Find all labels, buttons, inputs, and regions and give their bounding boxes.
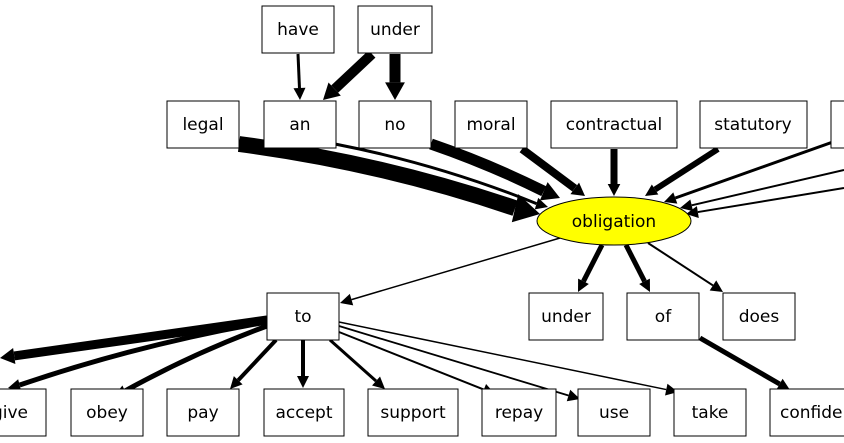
node-no[interactable]: no — [358, 100, 432, 149]
edge-to-to-repay — [338, 331, 485, 391]
arrowhead-offscreen-right-2-to-obligation — [680, 199, 694, 212]
arrowhead-under-top-to-an — [323, 82, 341, 100]
node-pay[interactable]: pay — [166, 388, 240, 437]
arrowhead-legal-to-obligation — [511, 194, 540, 223]
node-confide[interactable]: confide — [769, 388, 844, 437]
edge-no-to-obligation — [429, 138, 547, 197]
node-label-to: to — [294, 307, 311, 327]
node-label-accept: accept — [275, 403, 332, 423]
edge-obligation-to-does — [647, 242, 714, 287]
node-of[interactable]: of — [626, 292, 700, 341]
node-label-under-mid: under — [541, 307, 591, 327]
node-statutory[interactable]: statutory — [699, 100, 808, 149]
edge-statutory-to-obligation — [653, 146, 720, 193]
node-label-support: support — [380, 403, 446, 423]
node-label-obey: obey — [86, 403, 128, 423]
arrowhead-no-to-obligation — [539, 182, 560, 201]
arrowhead-to-to-pay — [230, 376, 243, 389]
node-label-no: no — [384, 115, 405, 135]
node-contractual[interactable]: contractual — [550, 100, 678, 149]
node-under-top[interactable]: under — [357, 5, 433, 54]
arrowhead-moral-to-obligation — [570, 182, 585, 196]
arrowhead-obligation-to-under-mid — [578, 278, 589, 292]
arrowhead-an-to-obligation — [534, 197, 548, 210]
edge-to-to-obey — [123, 323, 268, 394]
node-accept[interactable]: accept — [263, 388, 345, 437]
node-have[interactable]: have — [261, 5, 335, 54]
arrowhead-obligation-to-to — [340, 293, 354, 306]
edge-offscreen-right-2-to-obligation — [691, 169, 844, 207]
edge-have-to-an — [296, 53, 301, 89]
edge-obligation-to-to — [351, 237, 561, 301]
edge-offscreen-right-1-to-obligation — [674, 136, 844, 200]
edge-an-to-obligation — [334, 142, 538, 205]
node-support[interactable]: support — [367, 388, 459, 437]
arrowhead-obligation-to-of — [639, 278, 650, 292]
arrowhead-under-top-to-no — [385, 82, 405, 100]
arrowhead-to-to-use — [566, 389, 580, 402]
node-label-take: take — [692, 403, 729, 423]
node-label-repay: repay — [495, 403, 543, 423]
arrowhead-offscreen-right-3-to-obligation — [686, 206, 699, 218]
edge-legal-to-obligation — [237, 136, 518, 216]
arrowhead-contractual-to-obligation — [607, 184, 621, 196]
edge-offscreen-right-3-to-obligation — [697, 187, 844, 214]
arrowhead-of-to-confide — [776, 378, 790, 390]
node-label-have: have — [277, 20, 319, 40]
arrowhead-to-to-support — [372, 376, 385, 389]
node-offscreen-right-partial[interactable] — [830, 100, 844, 149]
node-label-give: give — [0, 403, 28, 423]
node-label-pay: pay — [187, 403, 218, 423]
edge-to-to-support — [329, 338, 378, 383]
arrowhead-statutory-to-obligation — [645, 184, 659, 196]
node-give[interactable]: give — [0, 388, 47, 437]
node-obey[interactable]: obey — [70, 388, 144, 437]
node-label-does: does — [739, 307, 780, 327]
edge-obligation-to-under-mid — [581, 243, 605, 283]
node-under-mid[interactable]: under — [528, 292, 604, 341]
arrowhead-to-to-offscreen-left-1 — [0, 347, 16, 364]
arrowhead-to-to-give — [8, 379, 22, 391]
node-obligation-center[interactable]: obligation — [536, 196, 692, 246]
edge-obligation-to-of — [623, 243, 647, 283]
node-label-of: of — [655, 307, 672, 327]
edge-layer — [0, 50, 844, 402]
node-label-obligation: obligation — [572, 212, 656, 232]
edge-of-to-confide — [698, 335, 781, 387]
edge-to-to-give — [18, 319, 268, 388]
edge-to-to-pay — [236, 338, 278, 382]
node-label-contractual: contractual — [566, 115, 663, 135]
edge-to-to-use — [338, 325, 569, 397]
node-layer: have under legal an no moral contractual — [0, 5, 844, 437]
node-label-statutory: statutory — [714, 115, 792, 135]
node-label-under-top: under — [370, 20, 420, 40]
node-moral[interactable]: moral — [454, 100, 528, 149]
node-label-confide: confide — [780, 403, 842, 423]
node-take[interactable]: take — [673, 388, 747, 437]
edge-moral-to-obligation — [519, 145, 578, 192]
node-to[interactable]: to — [266, 292, 340, 341]
arrowhead-to-to-accept — [297, 376, 309, 388]
node-repay[interactable]: repay — [481, 388, 557, 437]
arrowhead-offscreen-right-1-to-obligation — [664, 192, 678, 204]
node-label-moral: moral — [466, 115, 515, 135]
node-an[interactable]: an — [263, 100, 337, 149]
edge-to-to-offscreen-left-1 — [13, 315, 268, 361]
arrowhead-obligation-to-does — [709, 280, 723, 292]
node-label-an: an — [289, 115, 310, 135]
node-does[interactable]: does — [722, 292, 796, 341]
node-use[interactable]: use — [577, 388, 651, 437]
edge-to-to-take — [338, 321, 667, 391]
edge-under-top-to-an — [331, 50, 376, 93]
node-label-use: use — [599, 403, 629, 423]
arrowhead-have-to-an — [293, 87, 306, 100]
node-legal[interactable]: legal — [166, 100, 240, 149]
node-label-legal: legal — [182, 115, 223, 135]
